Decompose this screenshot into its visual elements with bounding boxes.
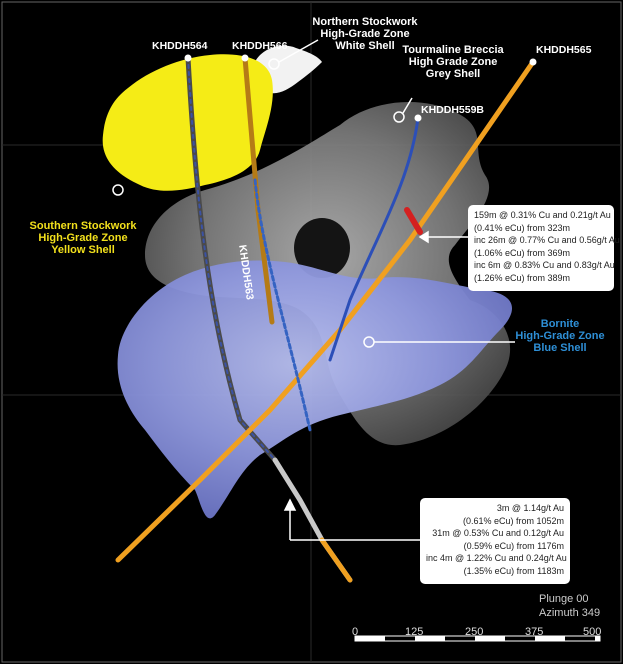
drillhole-label-559b: KHDDH559B xyxy=(421,104,485,116)
drillhole-label-565: KHDDH565 xyxy=(536,44,592,56)
intercept-line: inc 4m @ 1.22% Cu and 0.24g/t Au xyxy=(426,553,567,563)
zone-label-line: Northern Stockwork xyxy=(312,16,418,28)
southern-zone-label: Southern Stockwork High-Grade Zone Yello… xyxy=(18,220,148,256)
zone-label-line: High-Grade Zone xyxy=(320,28,410,40)
bornite-zone-label: Bornite High-Grade Zone Blue Shell xyxy=(515,318,605,354)
yellow-shell xyxy=(102,54,273,191)
intercept-line: (0.41% eCu) from 323m xyxy=(474,222,571,233)
drillhole-label-564: KHDDH564 xyxy=(152,40,208,52)
intercept-line: (0.61% eCu) from 1052m xyxy=(462,515,564,526)
collar-markers xyxy=(184,54,537,122)
drill-traces xyxy=(115,55,536,583)
high-grade-segment xyxy=(404,207,423,235)
drillhole-label-566: KHDDH566 xyxy=(232,40,288,52)
grey-shell-hole xyxy=(294,218,350,278)
zone-label-line: High Grade Zone xyxy=(408,56,498,68)
zone-label-line: Southern Stockwork xyxy=(29,220,137,232)
intercept-line: (1.26% eCu) from 389m xyxy=(474,272,571,283)
zone-label-line: Tourmaline Breccia xyxy=(402,44,504,56)
intercept-line: (0.59% eCu) from 1176m xyxy=(463,540,564,551)
intercept-line: 31m @ 0.53% Cu and 0.12g/t Au xyxy=(432,528,564,538)
zone-label-line: Yellow Shell xyxy=(51,244,115,256)
scale-label: 125 xyxy=(405,626,424,638)
scale-label: 250 xyxy=(465,626,484,638)
intercept-line: 159m @ 0.31% Cu and 0.21g/t Au xyxy=(474,210,611,220)
scale-label: 500 xyxy=(583,626,602,638)
intercept-line: (1.06% eCu) from 369m xyxy=(474,247,571,258)
zone-label-line: Blue Shell xyxy=(533,342,587,354)
tourmaline-zone-label: Tourmaline Breccia High Grade Zone Grey … xyxy=(388,44,518,80)
view-orientation: Plunge 00 Azimuth 349 xyxy=(539,592,600,620)
zone-label-line: Grey Shell xyxy=(425,68,481,80)
intercept-line: 3m @ 1.14g/t Au xyxy=(496,503,564,513)
drill-trace-563 xyxy=(253,178,312,432)
zone-label-line: High-Grade Zone xyxy=(515,330,605,342)
intercept-line: inc 6m @ 0.83% Cu and 0.83g/t Au xyxy=(474,260,615,270)
leader-lines xyxy=(112,39,515,541)
intercept-box-upper: 159m @ 0.31% Cu and 0.21g/t Au (0.41% eC… xyxy=(468,205,620,291)
zone-label-line: Bornite xyxy=(540,318,580,330)
azimuth-text: Azimuth 349 xyxy=(539,607,601,619)
zone-label-line: High-Grade Zone xyxy=(38,232,128,244)
intercept-box-lower: 3m @ 1.14g/t Au (0.61% eCu) from 1052m 3… xyxy=(420,498,570,584)
drill-trace-559b xyxy=(328,116,420,362)
intercept-line: (1.35% eCu) from 1183m xyxy=(463,565,564,576)
scale-label: 0 xyxy=(352,626,359,638)
zone-label-line: White Shell xyxy=(335,40,395,52)
plunge-text: Plunge 00 xyxy=(539,593,589,605)
northern-zone-label: Northern Stockwork High-Grade Zone White… xyxy=(300,16,430,52)
intercept-line: inc 26m @ 0.77% Cu and 0.56g/t Au xyxy=(474,235,620,245)
scale-bar xyxy=(354,635,601,642)
scale-label: 375 xyxy=(525,626,544,638)
